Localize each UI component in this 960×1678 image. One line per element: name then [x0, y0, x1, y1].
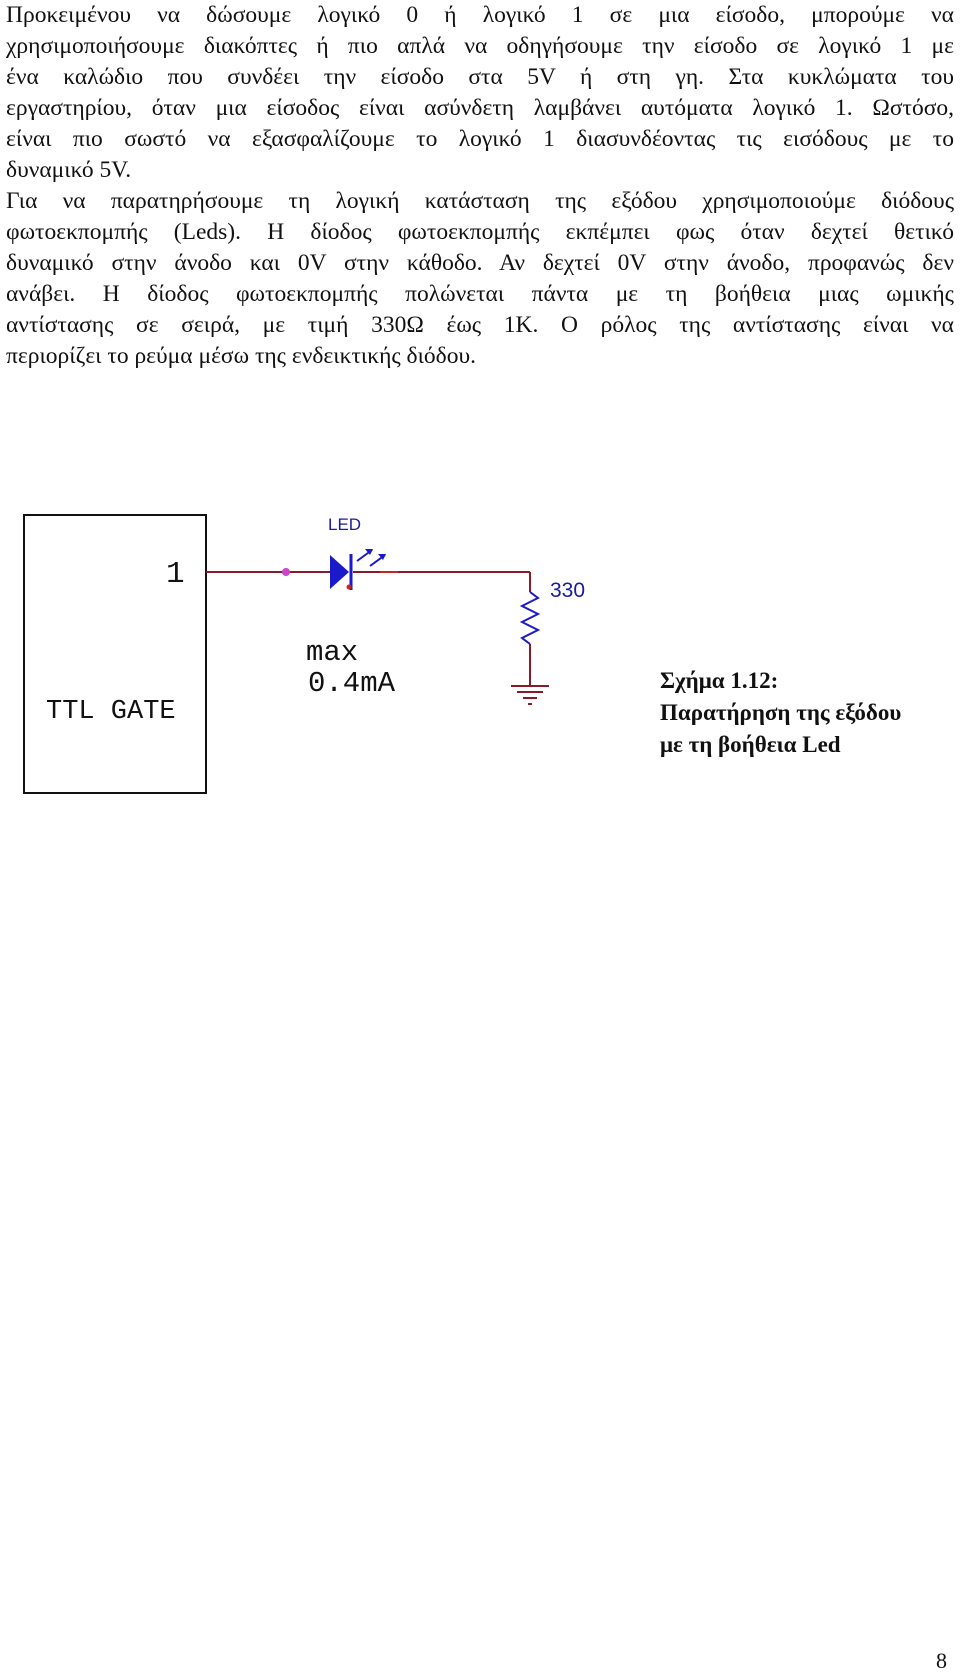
gate-output-value: 1 [166, 557, 185, 592]
text-line: δυναμικό 5V. [6, 157, 132, 183]
figure-caption: Σχήμα 1.12: Παρατήρηση της εξόδου με τη … [660, 665, 960, 761]
text-line: δυναμικό στην άνοδο και 0V στην κάθοδο. … [6, 250, 954, 276]
text-line: ανάβει. Η δίοδος φωτοεκπομπής πολώνεται … [6, 281, 954, 307]
led-circuit-diagram: 1 TTL GATE LED 330 [23, 514, 585, 794]
text-line: χρησιμοποιήσουμε διακόπτες ή πιο απλά να… [6, 33, 954, 59]
text-line: αντίστασης σε σειρά, με τιμή 330Ω έως 1Κ… [6, 312, 954, 338]
text-line: φωτοεκπομπής (Leds). Η δίοδος φωτοεκπομπ… [6, 219, 954, 245]
resistor-icon [519, 591, 541, 645]
paragraph-inputs: Προκειμένου να δώσουμε λογικό 0 ή λογικό… [6, 0, 954, 186]
text-line: είναι πιο σωστό να εξασφαλίζουμε το λογι… [6, 126, 954, 152]
text-line: περιορίζει το ρεύμα μέσω της ενδεικτικής… [6, 343, 477, 369]
text-line: ένα καλώδιο που συνδέει την είσοδο στα 5… [6, 64, 954, 90]
caption-number: Σχήμα 1.12: [660, 668, 779, 693]
current-label-line1: max [306, 636, 358, 669]
page-number: 8 [936, 1648, 947, 1673]
text-line: Προκειμένου να δώσουμε λογικό 0 ή λογικό… [6, 2, 954, 28]
led-icon [330, 549, 386, 590]
ttl-gate-box [23, 514, 207, 794]
paragraph-leds: Για να παρατηρήσουμε τη λογική κατάσταση… [6, 186, 954, 372]
resistor-label: 330 [550, 579, 585, 602]
node-dot [346, 584, 352, 590]
gate-label: TTL GATE [46, 697, 176, 727]
ground-icon [511, 685, 549, 705]
text-line: Για να παρατηρήσουμε τη λογική κατάσταση… [6, 188, 954, 214]
current-label-line2: 0.4mA [308, 667, 396, 700]
node-dot [282, 568, 290, 576]
caption-title-line: Παρατήρηση της εξόδου [660, 700, 902, 725]
text-line: εργαστηρίου, όταν μια είσοδος είναι ασύν… [6, 95, 954, 121]
led-label: LED [328, 515, 361, 534]
caption-title-line: με τη βοήθεια Led [660, 732, 841, 757]
